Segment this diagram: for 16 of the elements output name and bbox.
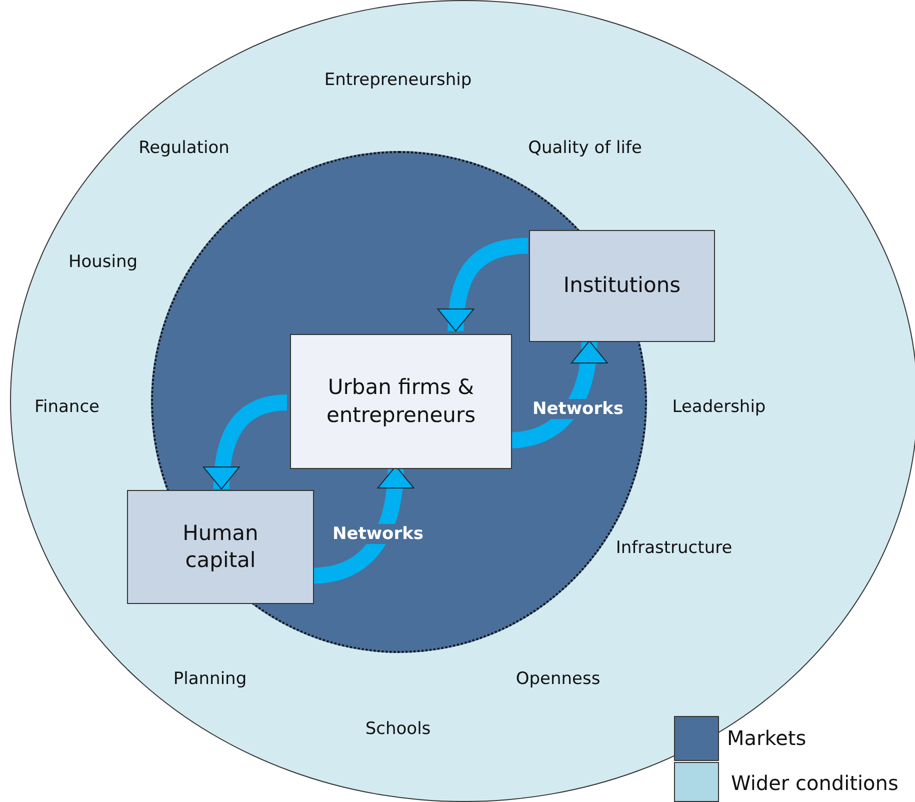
- condition-label: Finance: [34, 397, 100, 417]
- legend-label: Wider conditions: [731, 771, 898, 795]
- condition-label: Schools: [365, 719, 431, 739]
- legend-label: Markets: [727, 726, 806, 750]
- condition-label: Openness: [516, 669, 600, 689]
- concept-box: Human capital: [127, 490, 314, 604]
- outer-circle: [10, 0, 915, 802]
- condition-label: Leadership: [672, 397, 766, 417]
- condition-label: Planning: [173, 669, 247, 689]
- condition-label: Infrastructure: [616, 538, 732, 558]
- condition-label: Housing: [68, 252, 138, 272]
- concept-box: Institutions: [529, 230, 715, 342]
- condition-label: Regulation: [138, 138, 230, 158]
- condition-label: Quality of life: [528, 138, 642, 158]
- concept-box: Urban firms & entrepreneurs: [290, 334, 512, 469]
- condition-label: Entrepreneurship: [324, 70, 472, 90]
